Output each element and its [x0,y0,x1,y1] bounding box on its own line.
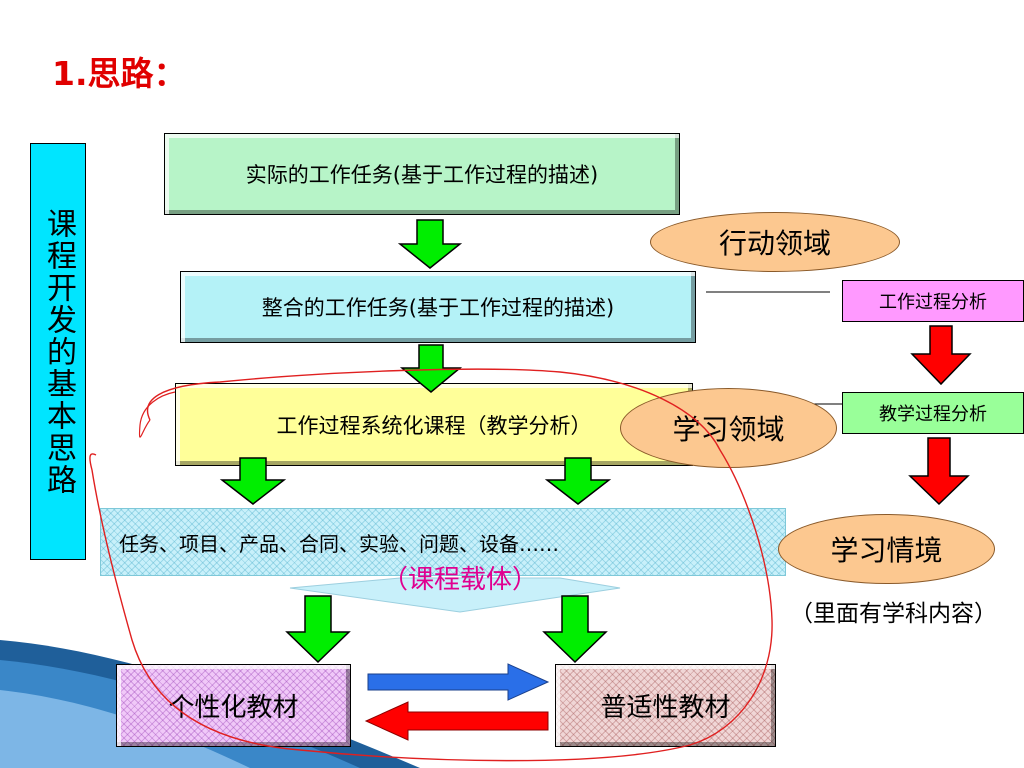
personalized-material-box: 个性化教材 [116,664,351,747]
teaching-process-analysis-label: 教学过程分析 [879,404,987,425]
learning-situation-label: 学习情境 [830,534,943,567]
sidebar-label: 课程开发的基本思路 [41,207,76,496]
red-down-arrow-2 [908,437,970,506]
action-field-label: 行动领域 [718,227,831,260]
down-arrow-6 [542,595,608,664]
systematic-course-box: 工作过程系统化课程（教学分析） [175,383,693,466]
subject-content-note: （里面有学科内容） [790,601,997,627]
learning-field-label: 学习领域 [672,413,785,446]
action-field-oval: 行动领域 [650,212,900,272]
actual-work-task-box: 实际的工作任务(基于工作过程的描述) [164,133,680,215]
integrated-work-task-box: 整合的工作任务(基于工作过程的描述) [180,271,696,343]
red-left-arrow [364,701,549,741]
funnel-shape [289,577,621,613]
blue-right-arrow [367,663,550,701]
integrated-work-task-label: 整合的工作任务(基于工作过程的描述) [261,296,615,320]
course-carrier-caption: （课程载体） [381,565,538,595]
learning-situation-oval: 学习情境 [778,514,995,584]
course-carriers-box: 任务、项目、产品、合同、实验、问题、设备…… [100,508,786,576]
red-down-arrow-1 [910,325,972,386]
sidebar-label-box: 课程开发的基本思路 [30,143,86,560]
down-arrow-5 [285,595,351,664]
down-arrow-2 [399,344,463,393]
general-material-box: 普适性教材 [555,664,776,747]
work-process-analysis-label: 工作过程分析 [879,292,987,313]
page-title: 1.思路： [52,54,187,93]
general-material-label: 普适性教材 [600,693,731,723]
systematic-course-label: 工作过程系统化课程（教学分析） [276,413,592,438]
work-process-analysis-box: 工作过程分析 [842,280,1024,322]
course-carriers-label: 任务、项目、产品、合同、实验、问题、设备…… [119,531,559,556]
down-arrow-4 [544,457,612,505]
learning-field-oval: 学习领域 [620,388,837,468]
down-arrow-3 [219,457,287,505]
teaching-process-analysis-box: 教学过程分析 [842,392,1024,434]
down-arrow-1 [397,219,463,269]
actual-work-task-label: 实际的工作任务(基于工作过程的描述) [245,163,599,187]
